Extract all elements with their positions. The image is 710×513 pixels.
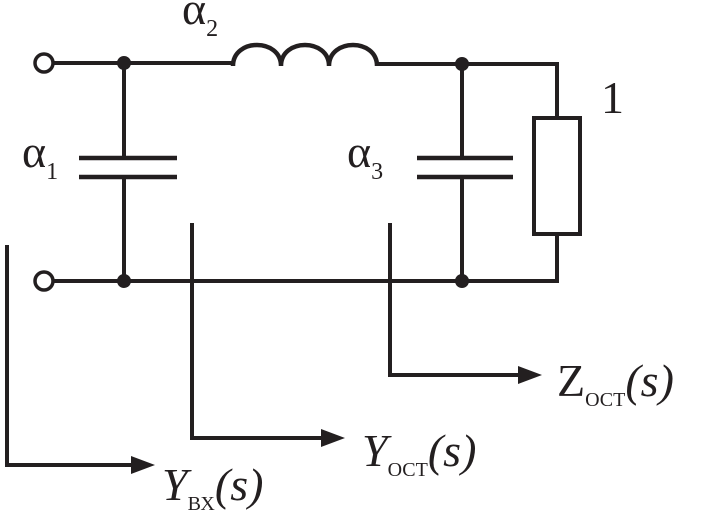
load-value-label: 1 bbox=[601, 72, 624, 123]
c1-label: α1 bbox=[22, 126, 58, 185]
yin-label: YВХ(s) bbox=[162, 459, 263, 513]
inductor-alpha2 bbox=[230, 42, 380, 67]
junction-node bbox=[455, 274, 469, 288]
input-terminal-bottom bbox=[33, 270, 55, 292]
l2-label: α2 bbox=[182, 0, 218, 42]
junction-node bbox=[455, 57, 469, 71]
zrem-arrowhead bbox=[518, 366, 542, 384]
yrem-label: YОСТ(s) bbox=[362, 425, 476, 481]
c3-label: α3 bbox=[347, 126, 383, 185]
junction-node bbox=[117, 274, 131, 288]
load-resistor bbox=[532, 116, 582, 236]
input-terminal-top bbox=[33, 52, 55, 74]
junction-node bbox=[117, 56, 131, 70]
yrem-cut-line bbox=[190, 223, 325, 440]
zrem-label: ZОСТ(s) bbox=[557, 355, 674, 411]
yin-arrowhead bbox=[131, 456, 155, 474]
yrem-arrowhead bbox=[321, 429, 345, 447]
yin-cut-line bbox=[5, 245, 135, 467]
zrem-cut-line bbox=[388, 223, 522, 377]
